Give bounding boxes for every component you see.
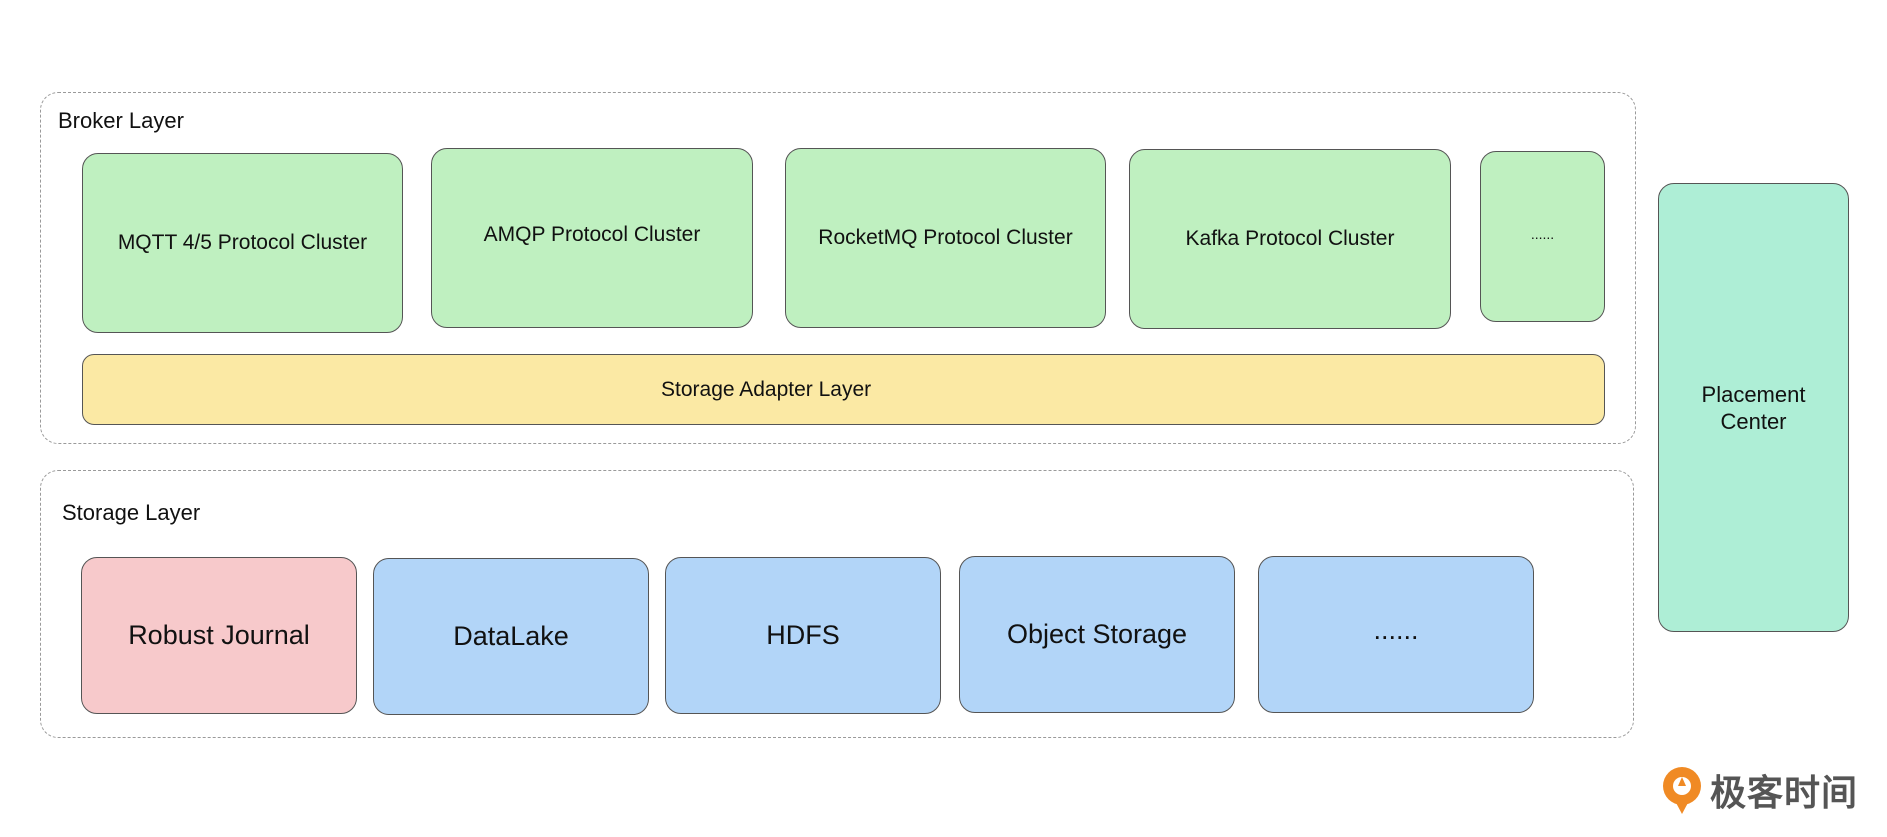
placement-center-line2: Center	[1720, 408, 1787, 434]
geektime-logo-text: 极客时间	[1710, 773, 1859, 814]
amqp-protocol-cluster: AMQP Protocol Cluster	[431, 148, 753, 328]
storage-layer-container	[40, 470, 1634, 738]
hdfs-storage: HDFS	[665, 557, 941, 714]
more-storage-backends: ......	[1258, 556, 1534, 713]
datalake-storage: DataLake	[373, 558, 649, 715]
mqtt-protocol-cluster: MQTT 4/5 Protocol Cluster	[82, 153, 403, 333]
more-protocol-clusters: ......	[1480, 151, 1605, 322]
object-storage: Object Storage	[959, 556, 1235, 713]
rocketmq-protocol-cluster: RocketMQ Protocol Cluster	[785, 148, 1106, 328]
broker-layer-container	[40, 92, 1636, 444]
kafka-protocol-cluster: Kafka Protocol Cluster	[1129, 149, 1451, 329]
geektime-logo-icon	[1663, 767, 1701, 814]
storage-adapter-layer: Storage Adapter Layer	[82, 354, 1605, 425]
placement-center: Placement Center	[1658, 183, 1849, 632]
geektime-logo: 极客时间	[1660, 765, 1858, 815]
robust-journal: Robust Journal	[81, 557, 357, 714]
broker-layer-title: Broker Layer	[58, 108, 184, 133]
placement-center-line1: Placement	[1701, 381, 1806, 407]
storage-layer-title: Storage Layer	[62, 500, 201, 525]
